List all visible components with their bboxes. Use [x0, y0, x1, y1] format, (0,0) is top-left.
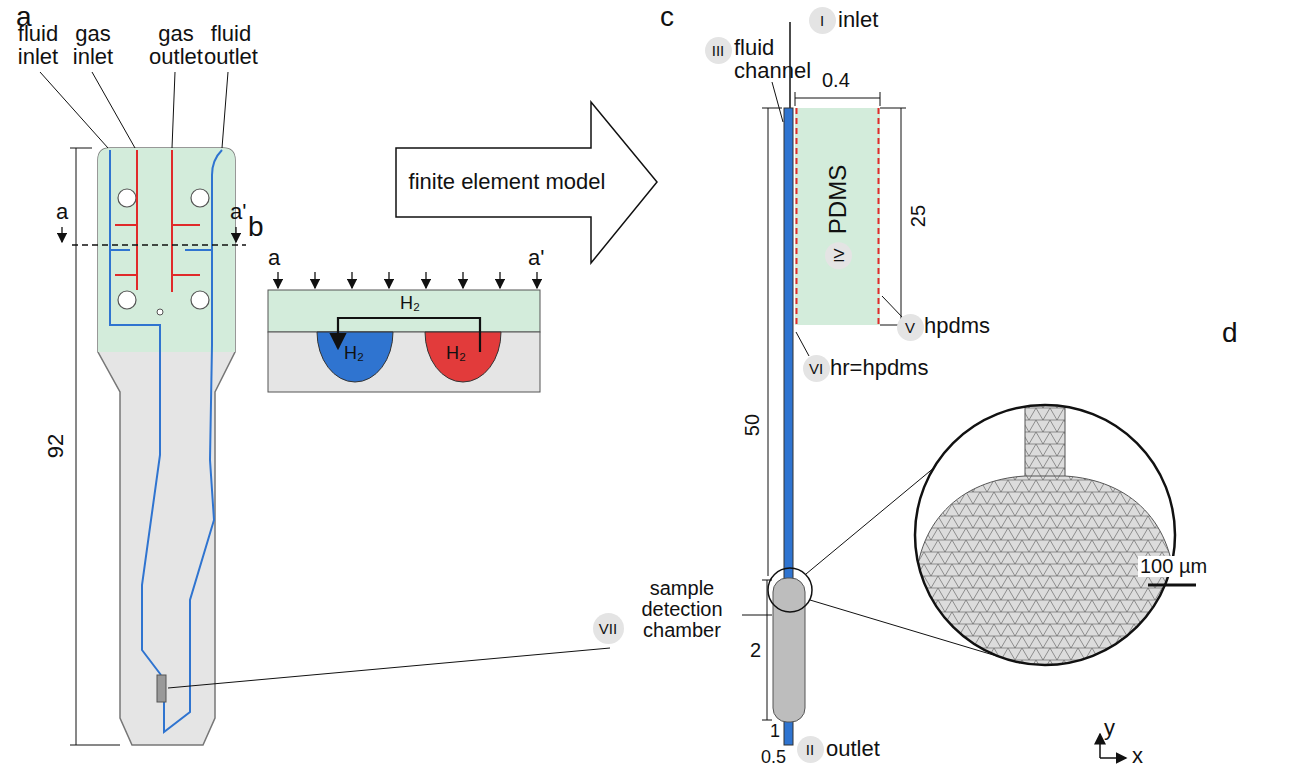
- dimension: 92: [44, 434, 67, 458]
- dimension: 0.4: [822, 70, 850, 91]
- pressure-arrows: [278, 272, 537, 288]
- callout-text: I: [820, 13, 824, 28]
- process-arrow: finite element model: [395, 100, 660, 265]
- fluid-channel-section: [317, 332, 393, 382]
- species-label: H₂: [446, 344, 466, 363]
- arrow-shape: [396, 102, 657, 263]
- node-text: PDMS: [824, 164, 852, 233]
- callout-number: V: [897, 314, 924, 341]
- callout-text: VII: [599, 621, 617, 636]
- pdms-layer: [268, 290, 540, 332]
- callout-number: II: [797, 736, 824, 763]
- species-label: H₂: [400, 294, 420, 313]
- callout-text: VI: [809, 361, 823, 376]
- callout-text: III: [712, 43, 725, 58]
- model-chamber: [773, 578, 805, 722]
- gas-channel: [115, 150, 200, 292]
- section-mark: a: [56, 200, 68, 223]
- boundary-label: inlet: [838, 8, 878, 31]
- fluid-channel-chip: [110, 150, 222, 732]
- port-label: fluid outlet: [200, 22, 262, 68]
- dimensions-c: [762, 92, 906, 720]
- domain-label: fluid channel: [734, 36, 820, 82]
- section-line: [72, 244, 246, 246]
- callout-text: II: [806, 742, 814, 757]
- species-label: H₂: [344, 344, 364, 363]
- chip-outline: [98, 148, 235, 745]
- callout-number: IV: [824, 242, 851, 269]
- port-label: gas inlet: [66, 22, 120, 68]
- callout-number: I: [809, 7, 836, 34]
- boundary-label: outlet: [826, 737, 880, 760]
- panel-letter: d: [1222, 318, 1238, 347]
- dimension: 50: [742, 414, 763, 436]
- axis-label: y: [1104, 716, 1115, 739]
- zoom-marker: [768, 568, 812, 612]
- section-arrows: [62, 227, 236, 242]
- dimension: 0.5: [761, 748, 786, 767]
- node-text: finite element model: [409, 169, 606, 195]
- boundary-label: hr=hpdms: [830, 356, 928, 379]
- dimension: 25: [908, 205, 929, 227]
- scale-label: 100 µm: [1138, 556, 1209, 577]
- dimension-92: [70, 148, 120, 745]
- section-mark: a: [268, 246, 280, 269]
- section-mark: a': [230, 200, 246, 223]
- panel-letter: c: [660, 2, 674, 31]
- callout-number: VI: [803, 355, 830, 382]
- boundary-label: hpdms: [924, 314, 990, 337]
- callout-text: IV: [830, 248, 845, 262]
- via: [157, 309, 163, 315]
- zoom-circle: [915, 405, 1175, 665]
- callout-text: V: [905, 320, 915, 335]
- detection-chamber: [157, 675, 166, 702]
- dimension: 2: [750, 640, 761, 661]
- scale-bar: [1148, 584, 1196, 587]
- gas-channel-section: [425, 332, 501, 382]
- pdms-domain: IV PDMS: [795, 108, 880, 325]
- leader-lines: [40, 72, 228, 148]
- domain-label: sample detection chamber: [626, 578, 738, 641]
- pdms-fill: [795, 108, 880, 325]
- boundary-dashed: [796, 108, 798, 325]
- mesh: [915, 400, 1175, 670]
- port-label: fluid inlet: [6, 22, 70, 68]
- substrate: [268, 332, 540, 392]
- port-label: gas outlet: [146, 22, 206, 68]
- panel-letter: b: [248, 212, 264, 241]
- leader-lines-c: [168, 82, 903, 688]
- callout-number: VII: [593, 613, 624, 644]
- section-mark: a': [528, 246, 544, 269]
- dimension: 1: [770, 722, 780, 741]
- callout-number: III: [705, 37, 732, 64]
- boundary-dashed: [878, 108, 880, 325]
- axis-label: x: [1132, 744, 1143, 767]
